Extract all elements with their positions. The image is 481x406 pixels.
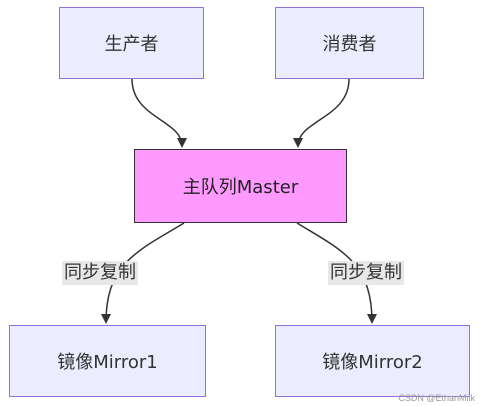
- watermark: CSDN @EthanMilk: [398, 393, 475, 403]
- edge-producer-to-master: [131, 78, 187, 148]
- node-mirror2: 镜像Mirror2: [275, 325, 470, 397]
- node-consumer-label: 消费者: [322, 34, 377, 55]
- edge-label-sync-1: 同步复制: [62, 261, 138, 285]
- node-producer-label: 生产者: [104, 34, 159, 55]
- edge-master-to-mirror2: [296, 222, 377, 324]
- edge-label-sync-2: 同步复制: [328, 261, 404, 285]
- edge-consumer-to-master: [293, 78, 350, 148]
- node-mirror1-label: 镜像Mirror1: [57, 352, 158, 373]
- node-mirror1: 镜像Mirror1: [9, 325, 206, 397]
- node-producer: 生产者: [59, 7, 204, 79]
- node-consumer: 消费者: [275, 7, 424, 79]
- node-master-label: 主队列Master: [182, 177, 299, 198]
- edge-master-to-mirror1: [101, 222, 185, 324]
- node-master: 主队列Master: [134, 149, 347, 223]
- node-mirror2-label: 镜像Mirror2: [322, 352, 423, 373]
